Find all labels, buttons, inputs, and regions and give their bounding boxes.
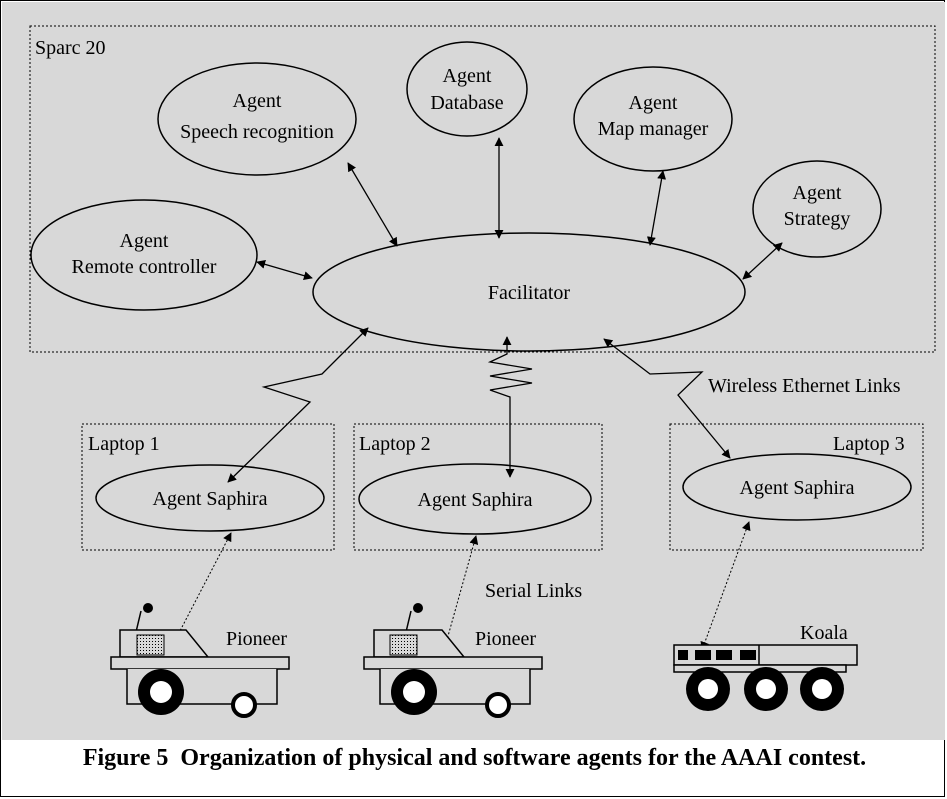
laptop3-label: Laptop 3: [833, 433, 905, 455]
svg-text:Strategy: Strategy: [784, 208, 851, 230]
svg-text:Map manager: Map manager: [598, 118, 709, 140]
agent-saphira-3: Agent Saphira: [682, 453, 912, 521]
agent-strategy: Agent Strategy: [752, 160, 882, 258]
svg-text:Agent: Agent: [120, 230, 169, 252]
facilitator: Facilitator: [312, 232, 746, 352]
agent-speech-recognition: Agent Speech recognition: [157, 62, 357, 176]
pioneer-label-2: Pioneer: [475, 628, 536, 650]
wireless-ethernet-label: Wireless Ethernet Links: [708, 375, 901, 397]
laptop3-box: Laptop 3: [669, 423, 924, 551]
serial-links-label: Serial Links: [485, 580, 582, 602]
agent-map-manager: Agent Map manager: [573, 66, 733, 172]
svg-text:Facilitator: Facilitator: [488, 282, 571, 304]
figure-caption: Figure 5 Organization of physical and so…: [82, 745, 867, 771]
svg-text:Agent: Agent: [233, 90, 282, 112]
svg-text:Agent: Agent: [443, 65, 492, 87]
agent-remote-controller: Agent Remote controller: [30, 199, 258, 311]
svg-text:Speech recognition: Speech recognition: [180, 121, 334, 143]
svg-text:Agent Saphira: Agent Saphira: [740, 477, 855, 499]
laptop2-label: Laptop 2: [359, 433, 431, 455]
svg-text:Database: Database: [430, 92, 503, 114]
svg-text:Agent Saphira: Agent Saphira: [418, 489, 533, 511]
koala-label: Koala: [800, 622, 848, 644]
wireless-links: [227, 327, 731, 483]
pioneer-robot-1: Pioneer: [110, 603, 290, 718]
svg-text:Agent: Agent: [793, 182, 842, 204]
agent-database: Agent Database: [406, 41, 528, 137]
pioneer-robot-2: Pioneer: [363, 603, 543, 718]
svg-text:Agent Saphira: Agent Saphira: [153, 488, 268, 510]
architecture-diagram: Sparc 20 Laptop 1 Laptop 2 Laptop 3 Agen…: [29, 25, 936, 718]
agent-links: [256, 137, 783, 281]
laptop1-label: Laptop 1: [88, 433, 160, 455]
agent-saphira-1: Agent Saphira: [95, 464, 325, 532]
serial-links: [168, 521, 751, 655]
sparc20-label: Sparc 20: [35, 37, 106, 59]
agent-saphira-2: Agent Saphira: [358, 463, 592, 535]
svg-text:Agent: Agent: [629, 92, 678, 114]
sparc20-box: Sparc 20: [29, 25, 936, 353]
pioneer-label-1: Pioneer: [226, 628, 287, 650]
svg-text:Remote controller: Remote controller: [72, 256, 217, 278]
koala-robot: Koala: [673, 622, 858, 711]
diagram-area: Sparc 20 Laptop 1 Laptop 2 Laptop 3 Agen…: [2, 2, 945, 740]
